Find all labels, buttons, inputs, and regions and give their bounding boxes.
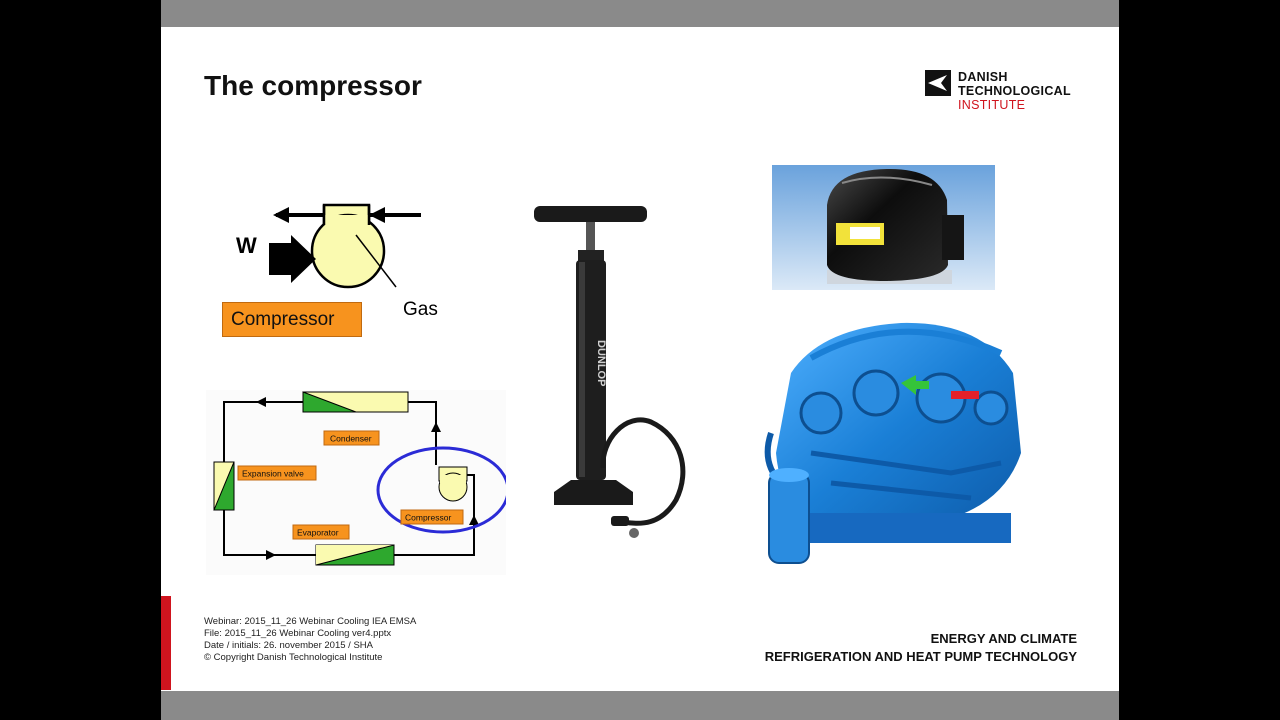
footer-webinar: Webinar: 2015_11_26 Webinar Cooling IEA … bbox=[204, 616, 417, 627]
logo-mark-icon bbox=[925, 70, 951, 96]
logo-line2: TECHNOLOGICAL bbox=[958, 84, 1071, 98]
bottom-bar bbox=[161, 691, 1119, 720]
cycle-compressor-label: Compressor bbox=[405, 513, 451, 523]
bicycle-pump-image: DUNLOP bbox=[534, 206, 686, 538]
top-bar bbox=[161, 0, 1119, 27]
company-logo: DANISH TECHNOLOGICAL INSTITUTE bbox=[925, 70, 1095, 114]
footer-dept1: ENERGY AND CLIMATE bbox=[930, 631, 1077, 646]
footer-department: ENERGY AND CLIMATE REFRIGERATION AND HEA… bbox=[765, 630, 1077, 666]
compressor-label: Compressor bbox=[231, 309, 335, 330]
logo-line3: INSTITUTE bbox=[958, 98, 1026, 112]
slide-title: The compressor bbox=[204, 70, 422, 101]
footer-file: File: 2015_11_26 Webinar Cooling ver4.pp… bbox=[204, 628, 392, 639]
slide: The compressor DANISH TECHNOLOGICAL INST… bbox=[161, 0, 1119, 720]
pump-brand-label: DUNLOP bbox=[595, 340, 607, 386]
hermetic-compressor-image bbox=[772, 165, 995, 290]
logo-line1: DANISH bbox=[958, 70, 1008, 84]
work-label: W bbox=[236, 233, 257, 258]
footer-copyright: © Copyright Danish Technological Institu… bbox=[204, 652, 383, 663]
gas-label: Gas bbox=[403, 299, 438, 320]
industrial-compressor-image bbox=[764, 322, 1021, 564]
red-accent-bar bbox=[161, 596, 171, 690]
cycle-evaporator-label: Evaporator bbox=[297, 528, 339, 538]
cycle-condenser-label: Condenser bbox=[330, 434, 372, 444]
refrigeration-cycle-diagram: Condenser Expansion valve Evaporator Com… bbox=[206, 390, 506, 575]
footer-date: Date / initials: 26. november 2015 / SHA bbox=[204, 640, 373, 651]
footer-dept2: REFRIGERATION AND HEAT PUMP TECHNOLOGY bbox=[764, 649, 1077, 664]
footer-info: Webinar: 2015_11_26 Webinar Cooling IEA … bbox=[204, 616, 416, 664]
compressor-label-box: Compressor bbox=[222, 302, 362, 337]
cycle-expansion-label: Expansion valve bbox=[242, 469, 304, 479]
compressor-symbol-diagram: W Gas bbox=[236, 203, 438, 320]
